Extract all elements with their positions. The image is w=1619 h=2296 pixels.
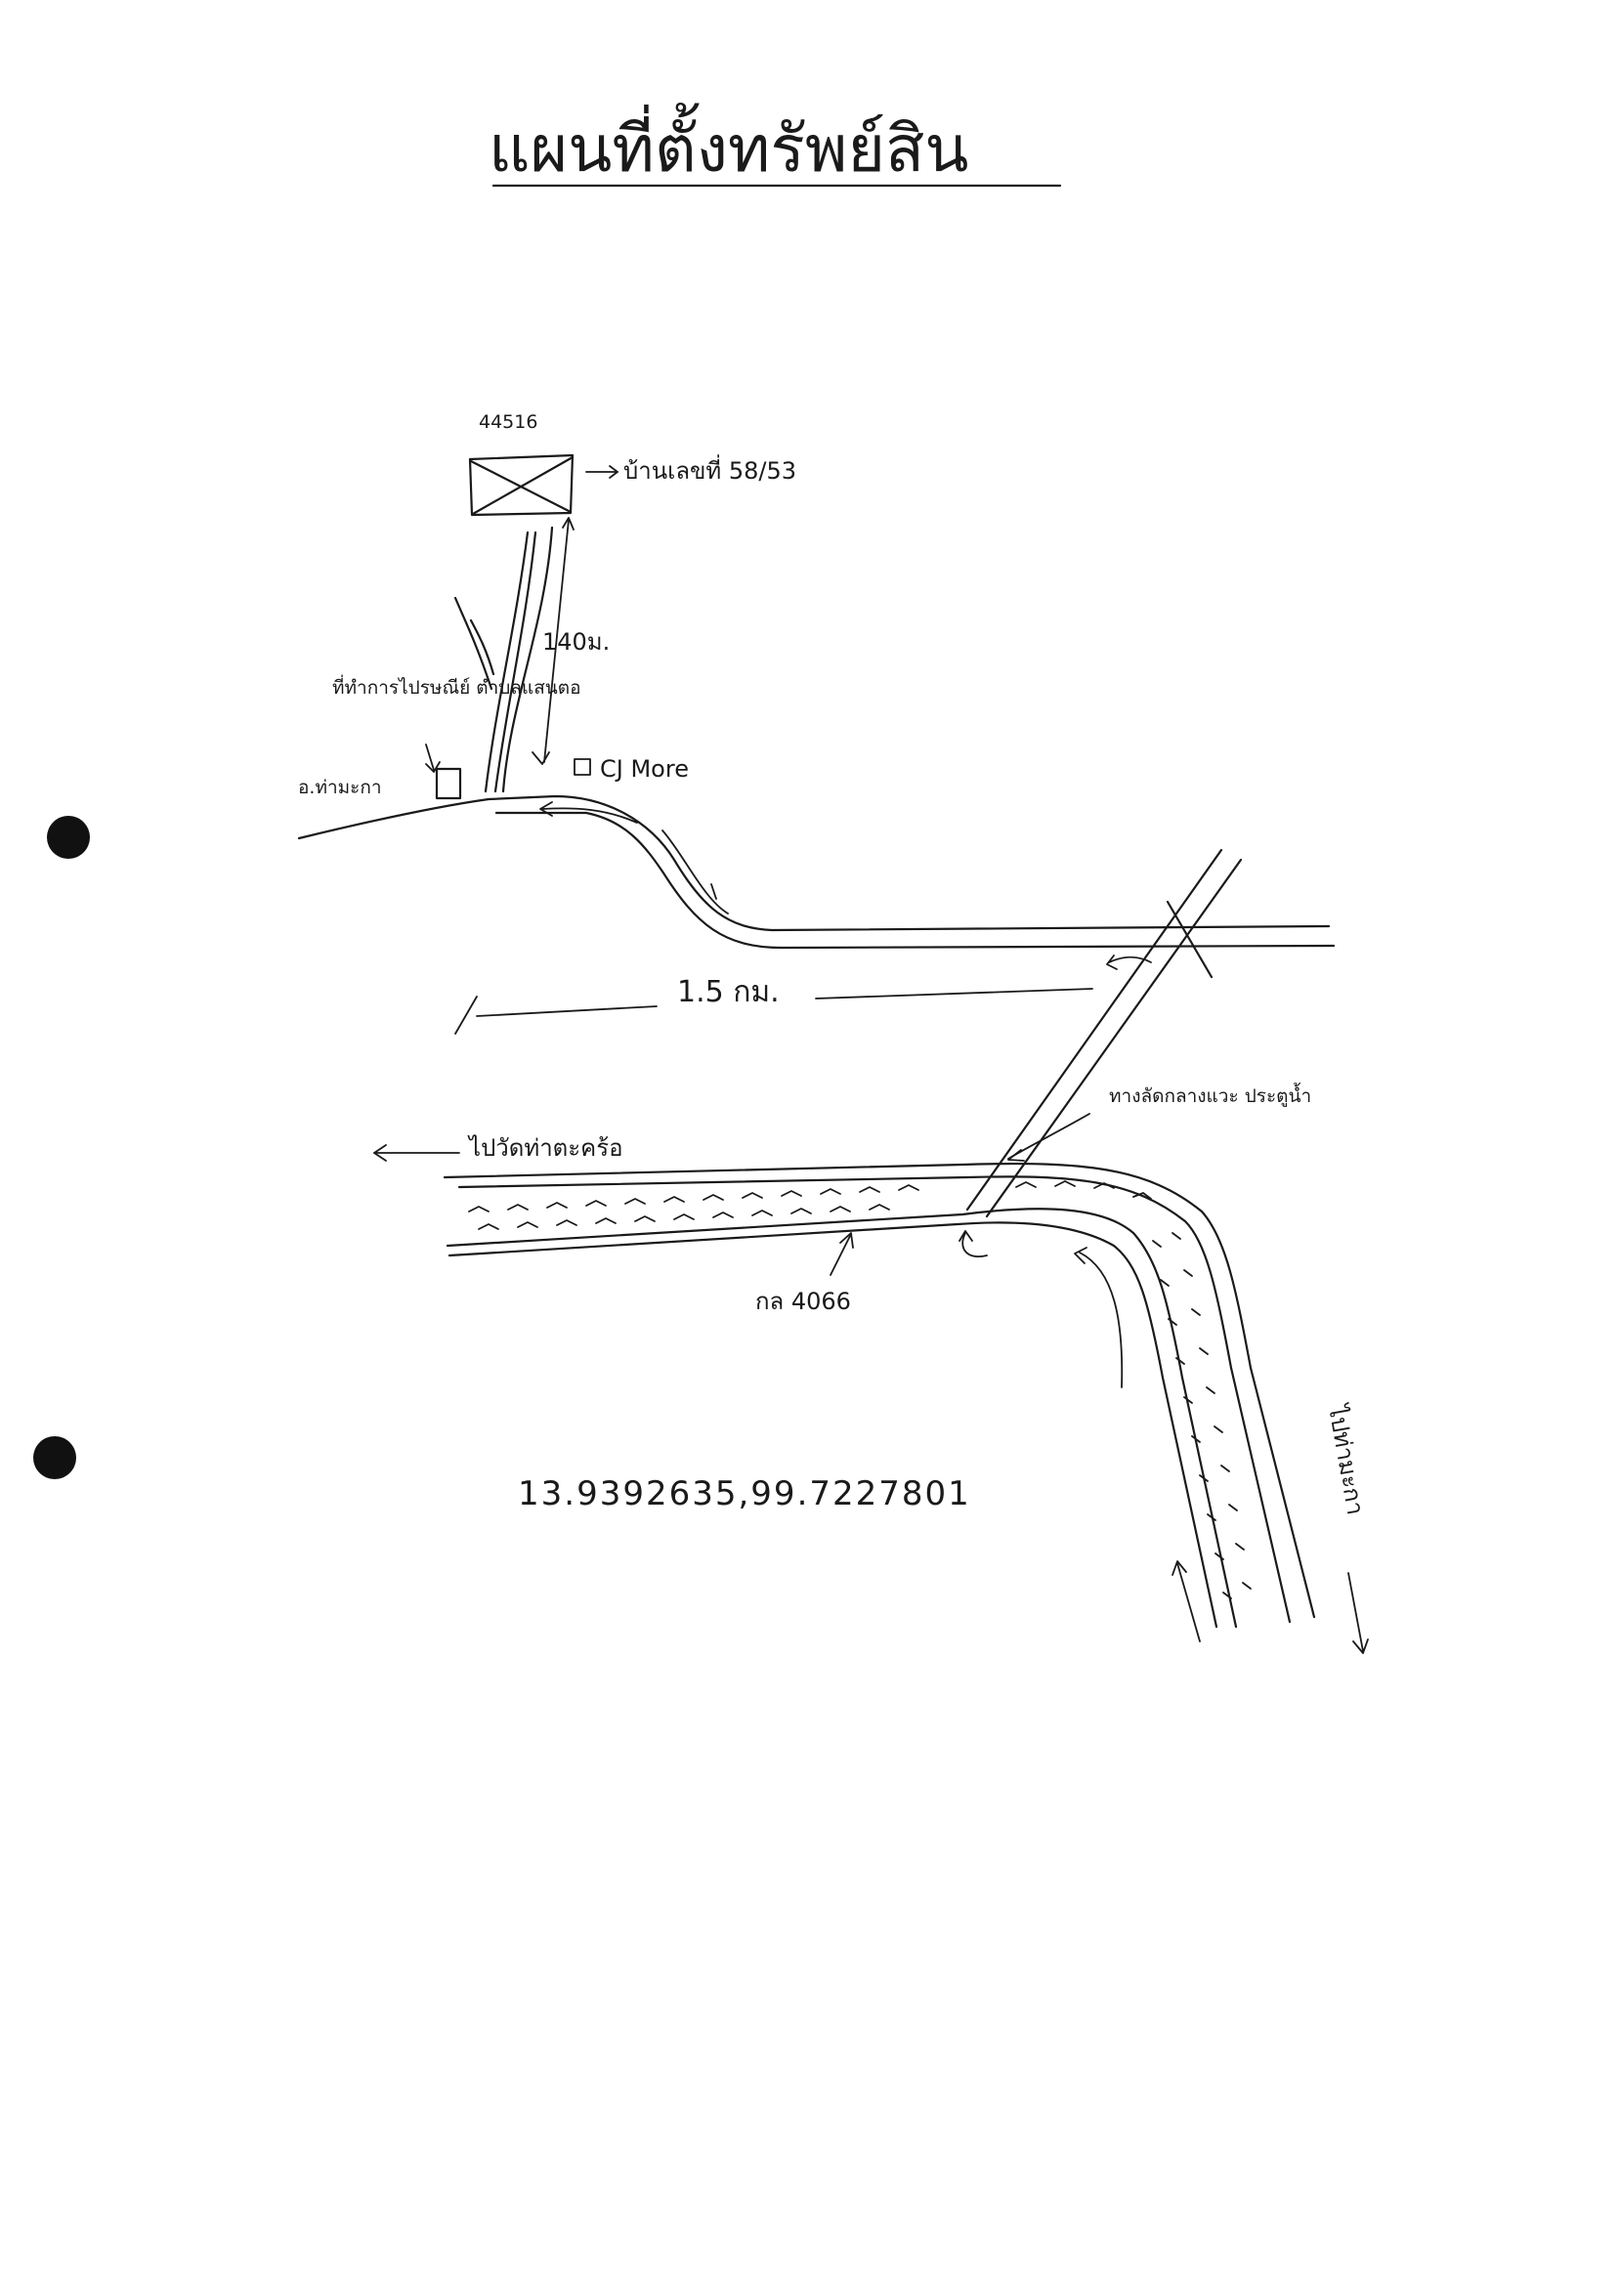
route-arrow bbox=[710, 883, 717, 900]
pointer-line bbox=[830, 1235, 851, 1276]
median-marks bbox=[468, 1180, 1252, 1599]
office-district: อ.ท่ามะกา bbox=[298, 777, 382, 798]
office-name: ที่ทำการไปรษณีย์ ตำบลแสนตอ bbox=[332, 674, 581, 699]
highway-4066 bbox=[443, 1162, 1316, 1629]
arrow-icon bbox=[1172, 1560, 1187, 1576]
route-arrow bbox=[1079, 1252, 1124, 1388]
arrow-icon bbox=[1007, 1149, 1025, 1162]
arrow-icon bbox=[539, 801, 553, 817]
arrow-icon bbox=[425, 744, 435, 771]
map-title: แผนที่ตั้งทรัพย์สิน bbox=[489, 103, 968, 187]
upper-road bbox=[297, 794, 1336, 950]
arrow-icon bbox=[1106, 955, 1118, 970]
arrow-icon bbox=[1352, 1638, 1369, 1654]
turn-arrow bbox=[1108, 956, 1152, 963]
branch-road bbox=[453, 596, 493, 691]
bridge-note: ทางลัดกลางแวะ ประตูน้ำ bbox=[1109, 1083, 1311, 1107]
access-road bbox=[484, 526, 554, 793]
to-left-destination: ไปวัดท่าตะคร้อ bbox=[467, 1134, 623, 1162]
store-name: CJ More bbox=[600, 755, 689, 783]
arrow-to-right bbox=[1347, 1572, 1364, 1652]
route-arrow bbox=[541, 807, 638, 824]
distance-line bbox=[476, 1005, 658, 1017]
arrow-icon bbox=[959, 1230, 973, 1242]
distance-tick bbox=[454, 996, 478, 1035]
gps-coordinates: 13.9392635,99.7227801 bbox=[518, 1474, 971, 1513]
u-turn-arrow bbox=[961, 1232, 988, 1258]
distance-1-5km: 1.5 กม. bbox=[677, 975, 780, 1009]
arrow-icon bbox=[1074, 1247, 1087, 1264]
branch-road bbox=[469, 618, 495, 676]
distance-140m: 140ม. bbox=[542, 628, 610, 656]
binder-hole-icon bbox=[47, 816, 90, 859]
property-box-icon bbox=[468, 453, 575, 517]
road-number: กล 4066 bbox=[755, 1288, 851, 1315]
binder-hole-icon bbox=[33, 1436, 76, 1479]
store-square-icon bbox=[574, 758, 591, 776]
distance-140m-arrow bbox=[532, 517, 575, 765]
arrow-icon bbox=[373, 1144, 387, 1162]
post-office-building-icon bbox=[435, 767, 462, 800]
house-number: บ้านเลขที่ 58/53 bbox=[623, 454, 796, 485]
arrow-icon bbox=[425, 761, 441, 773]
to-right-destination: ไปท่ามะกา bbox=[1323, 1401, 1370, 1516]
arrow-icon bbox=[839, 1232, 854, 1249]
distance-line bbox=[815, 988, 1093, 999]
arrow-up bbox=[1176, 1562, 1201, 1642]
parcel-number: 44516 bbox=[479, 411, 537, 433]
connector-road bbox=[965, 848, 1243, 1218]
route-arrow bbox=[661, 829, 729, 914]
pointer-line bbox=[1007, 1113, 1090, 1160]
arrow-icon bbox=[609, 465, 618, 479]
